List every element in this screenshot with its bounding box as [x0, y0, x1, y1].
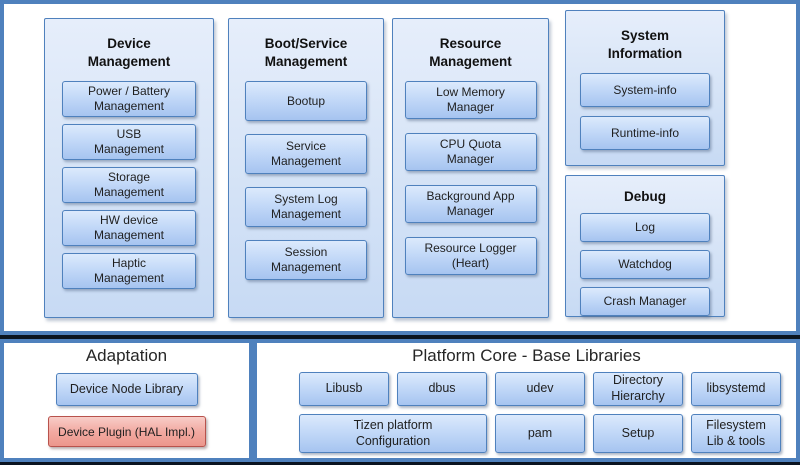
box-libusb: Libusb: [299, 372, 389, 406]
panel-resource-management: Resource Management Low Memory Manager C…: [392, 18, 549, 318]
box-background-app-manager: Background App Manager: [404, 185, 537, 224]
box-system-log-management: System Log Management: [245, 187, 367, 228]
box-session-management: Session Management: [245, 240, 367, 281]
box-libsystemd: libsystemd: [691, 372, 781, 406]
box-power-battery-management: Power / Battery Management: [62, 81, 196, 118]
box-hw-device-management: HW device Management: [62, 210, 196, 247]
platform-core-row-1: Libusb dbus udev Directory Hierarchy lib…: [299, 372, 796, 406]
box-filesystem-lib-tools: Filesystem Lib & tools: [691, 414, 781, 453]
horizontal-divider: [0, 335, 800, 339]
box-udev: udev: [495, 372, 585, 406]
panel-items: Low Memory Manager CPU Quota Manager Bac…: [404, 81, 537, 276]
box-service-management: Service Management: [245, 134, 367, 175]
box-crash-manager: Crash Manager: [580, 286, 710, 316]
panel-title: System Information: [607, 28, 683, 61]
adaptation-items: Device Node Library Device Plugin (HAL I…: [4, 373, 249, 447]
panel-title: Boot/Service Management: [264, 36, 348, 69]
box-cpu-quota-manager: CPU Quota Manager: [404, 133, 537, 172]
box-pam: pam: [495, 414, 585, 453]
box-haptic-management: Haptic Management: [62, 253, 196, 290]
panel-items: Bootup Service Management System Log Man…: [245, 81, 367, 281]
panel-boot-service-management: Boot/Service Management Bootup Service M…: [228, 18, 384, 318]
platform-core-section: Platform Core - Base Libraries Libusb db…: [253, 339, 800, 462]
box-directory-hierarchy: Directory Hierarchy: [593, 372, 683, 406]
box-device-plugin-hal-impl: Device Plugin (HAL Impl.): [47, 416, 206, 447]
panel-title: Device Management: [87, 36, 171, 69]
panel-items: System-info Runtime-info: [580, 73, 710, 151]
box-log: Log: [580, 212, 710, 242]
panel-items: Power / Battery Management USB Managemen…: [62, 81, 196, 290]
box-runtime-info: Runtime-info: [580, 116, 710, 151]
platform-core-row-2: Tizen platform Configuration pam Setup F…: [299, 414, 796, 453]
adaptation-title: Adaptation: [85, 346, 168, 365]
panel-title: Debug: [624, 189, 666, 204]
box-storage-management: Storage Management: [62, 167, 196, 204]
panel-debug: Debug Log Watchdog Crash Manager: [565, 175, 725, 317]
panel-items: Log Watchdog Crash Manager: [580, 212, 710, 316]
panel-system-information: System Information System-info Runtime-i…: [565, 10, 725, 166]
box-tizen-platform-configuration: Tizen platform Configuration: [299, 414, 487, 453]
box-usb-management: USB Management: [62, 124, 196, 161]
box-device-node-library: Device Node Library: [55, 373, 198, 406]
box-bootup: Bootup: [245, 81, 367, 122]
bottom-edge-line: [0, 462, 800, 465]
box-low-memory-manager: Low Memory Manager: [404, 81, 537, 120]
box-watchdog: Watchdog: [580, 249, 710, 279]
box-dbus: dbus: [397, 372, 487, 406]
adaptation-section: Adaptation Device Node Library Device Pl…: [0, 339, 253, 462]
panel-device-management: Device Management Power / Battery Manage…: [44, 18, 214, 318]
panel-title: Resource Management: [429, 36, 512, 69]
box-system-info: System-info: [580, 73, 710, 108]
box-setup: Setup: [593, 414, 683, 453]
box-resource-logger-heart: Resource Logger (Heart): [404, 237, 537, 276]
platform-core-title: Platform Core - Base Libraries: [412, 346, 641, 365]
